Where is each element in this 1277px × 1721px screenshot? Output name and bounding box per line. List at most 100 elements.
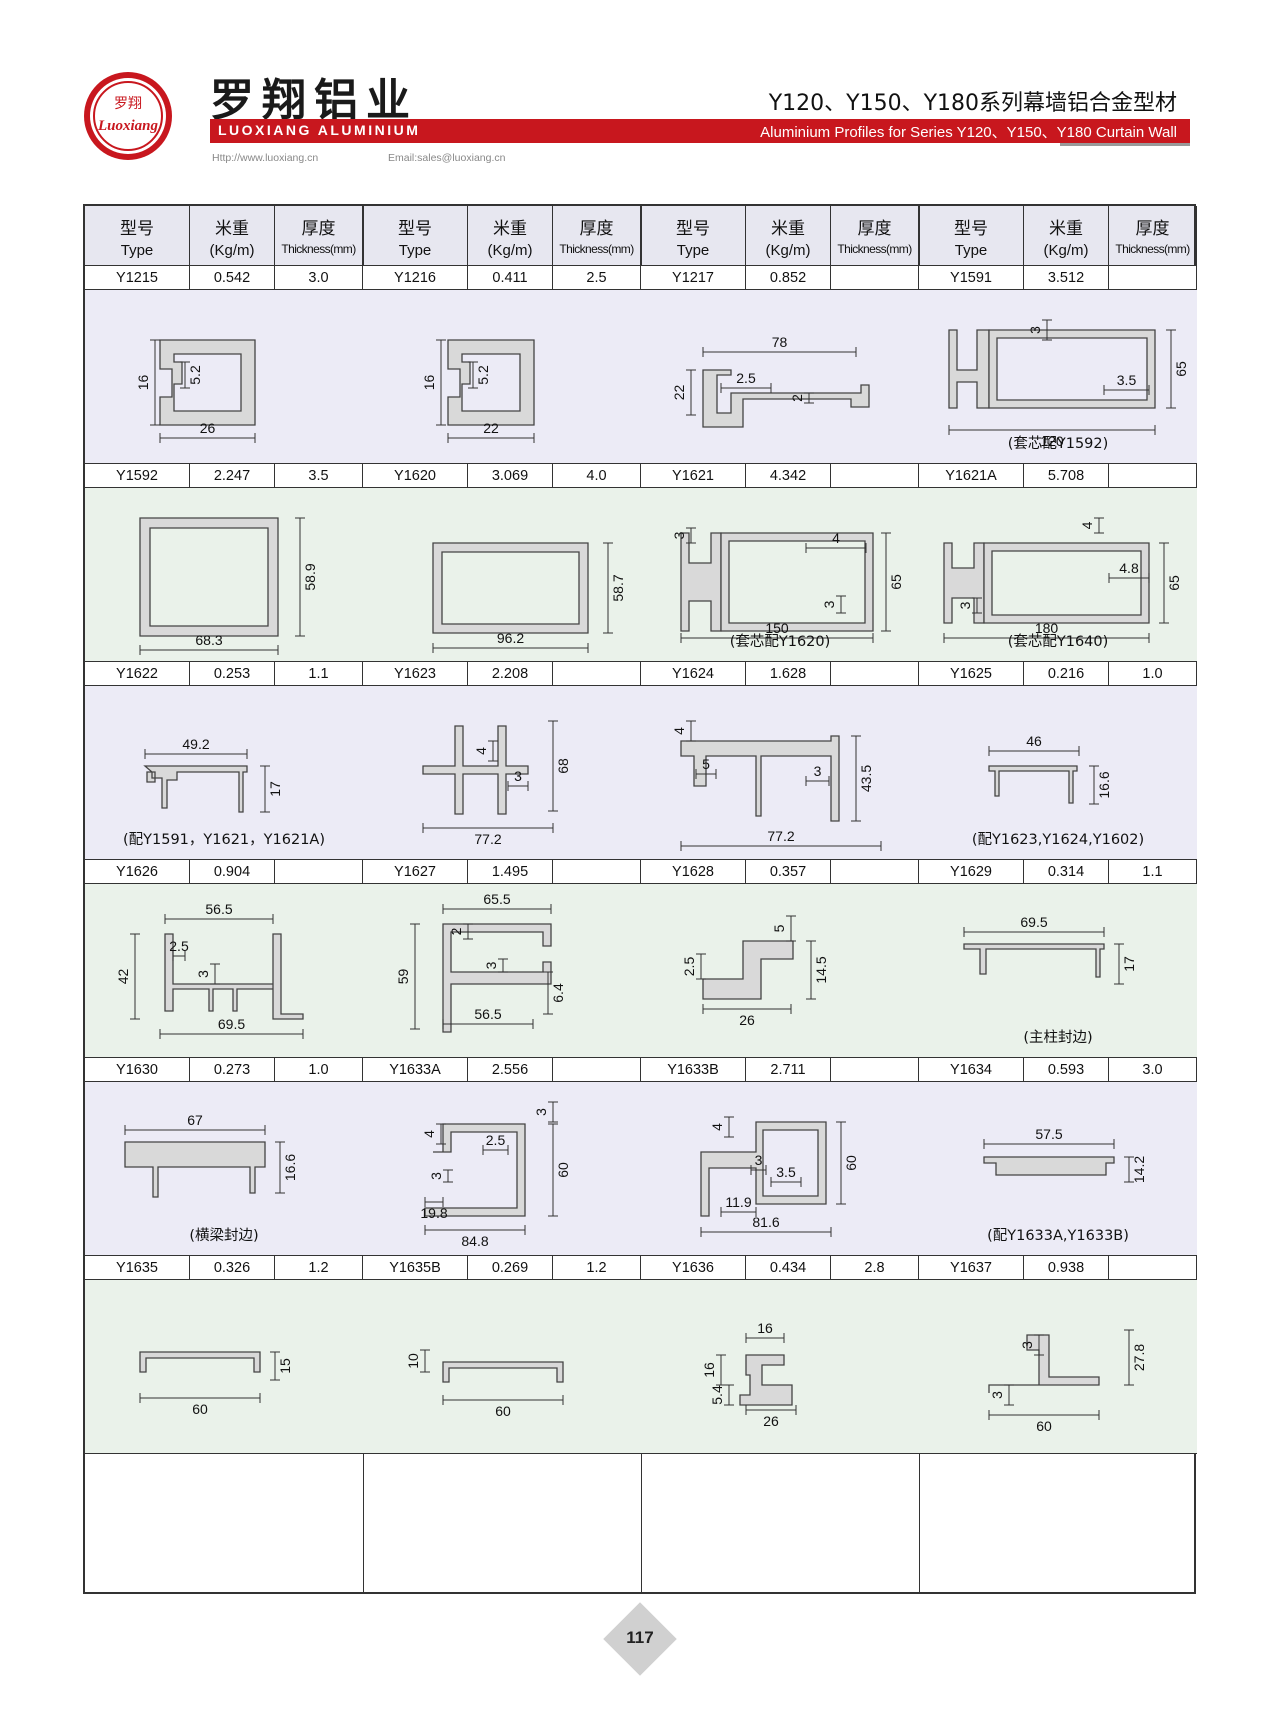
dimension-label: 3 [533, 1108, 549, 1116]
profile-note: (配Y1591，Y1621，Y1621A) [122, 832, 325, 848]
dimension-label: 4 [671, 727, 687, 735]
column-header-weight: 米重(Kg/m) [190, 206, 275, 266]
profile-cross-section: 49.217 [143, 736, 283, 813]
column-header-label-en: Thickness(mm) [837, 242, 912, 256]
dimension-label: 3 [814, 763, 822, 779]
dimension-label: 6.4 [550, 983, 566, 1003]
dimension-label: 67 [187, 1112, 203, 1128]
dimension-label: 60 [1036, 1418, 1052, 1434]
dimension-label: 5 [771, 924, 787, 932]
profile-weight: 2.247 [190, 464, 275, 488]
column-header-label-cn: 米重 [493, 219, 527, 239]
column-header-type: 型号 Type [85, 206, 190, 266]
profile-weight: 0.216 [1024, 662, 1109, 686]
profile-cross-section: 69.517 [963, 914, 1137, 985]
profile-section [702, 940, 794, 1000]
dimension-label: 77.2 [474, 831, 501, 847]
dimension-label: 26 [739, 1012, 755, 1028]
column-header-label-en: Type [120, 242, 154, 259]
profile-type: Y1633B [641, 1058, 746, 1082]
column-header-weight: 米重(Kg/m) [1024, 206, 1109, 266]
profile-thickness: 1.1 [275, 662, 363, 686]
profile-note: (配Y1623,Y1624,Y1602) [971, 832, 1145, 848]
dimension-label: 3 [957, 601, 973, 609]
profile-thickness [831, 1058, 919, 1082]
profile-section [983, 542, 1150, 624]
profile-thickness [831, 266, 919, 290]
dimension-label: 60 [192, 1401, 208, 1417]
profile-type: Y1635B [363, 1256, 468, 1280]
dimension-label: 3 [428, 1172, 444, 1180]
profile-weight: 3.069 [468, 464, 553, 488]
profile-thickness: 1.2 [553, 1256, 641, 1280]
dimension-label: 4 [709, 1123, 725, 1131]
column-header-label-cn: 型号 [120, 219, 154, 239]
profile-type: Y1625 [919, 662, 1024, 686]
profile-weight: 0.314 [1024, 860, 1109, 884]
header-red-bar [210, 119, 1190, 143]
profile-type: Y1216 [363, 266, 468, 290]
dimension-label: 65 [1166, 575, 1182, 591]
dimension-label: 27.8 [1131, 1344, 1147, 1371]
website-link[interactable]: Http://www.luoxiang.cn [212, 152, 319, 164]
column-header-weight: 米重 (Kg/m) [468, 206, 553, 266]
profile-section [680, 735, 840, 822]
profile-weight: 0.411 [468, 266, 553, 290]
dimension-label: 42 [115, 969, 131, 985]
profile-section [124, 1141, 266, 1198]
profile-type: Y1637 [919, 1256, 1024, 1280]
profile-thickness: 1.2 [275, 1256, 363, 1280]
dimension-label: 3 [821, 600, 837, 608]
column-header-label-cn: 厚度 [857, 219, 892, 239]
profile-weight: 0.593 [1024, 1058, 1109, 1082]
profile-type: Y1215 [85, 266, 190, 290]
dimension-label: 78 [772, 334, 788, 350]
dimension-label: 3 [1027, 326, 1043, 334]
column-header-label-en: (Kg/m) [487, 242, 533, 259]
profile-thickness [1109, 464, 1197, 488]
profile-type: Y1633A [363, 1058, 468, 1082]
dimension-label: 3 [483, 961, 499, 969]
profile-weight: 0.269 [468, 1256, 553, 1280]
profile-type: Y1626 [85, 860, 190, 884]
svg-text:罗翔: 罗翔 [114, 96, 142, 112]
dimension-label: 180 [1035, 620, 1059, 636]
profile-weight: 2.711 [746, 1058, 831, 1082]
profile-type: Y1630 [85, 1058, 190, 1082]
series-title-cn: Y120、Y150、Y180系列幕墙铝合金型材 [768, 91, 1177, 116]
email-link[interactable]: Email:sales@luoxiang.cn [388, 152, 506, 164]
column-header-label-cn: 米重 [215, 219, 249, 239]
profile-thickness [1109, 1256, 1197, 1280]
column-header-weight: 米重(Kg/m) [746, 206, 831, 266]
dimension-label: 81.6 [752, 1214, 779, 1230]
profile-section [139, 517, 279, 637]
profile-thickness [553, 860, 641, 884]
dimension-label: 26 [763, 1413, 779, 1429]
profile-weight: 0.326 [190, 1256, 275, 1280]
